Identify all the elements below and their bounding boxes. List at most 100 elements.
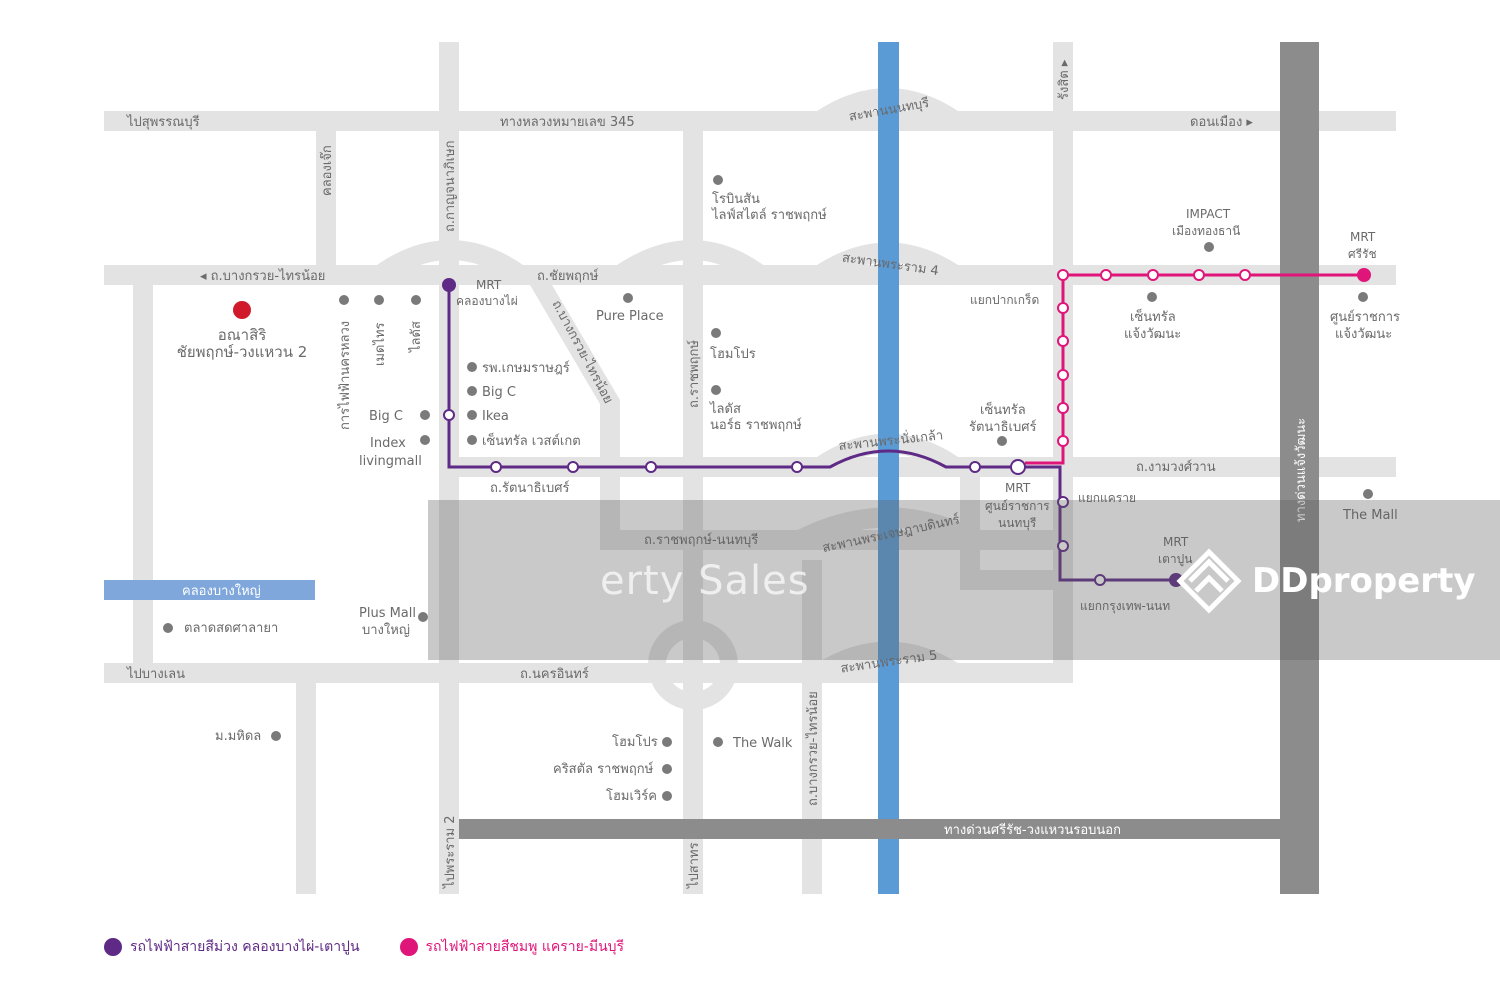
label-highway-345: ทางหลวงหมายเลข 345	[500, 115, 635, 130]
label-project-line1: อณาสิริ	[218, 326, 267, 344]
label-ladda-2: นอร์ธ ราชพฤกษ์	[710, 417, 802, 433]
label-ladda-1: ไลดัส	[709, 401, 741, 417]
label-nakhon-in: ถ.นครอินทร์	[520, 666, 589, 682]
poi-dot	[623, 293, 633, 303]
label-khae-rai-junction: แยกแคราย	[1078, 491, 1136, 505]
poi-dot	[374, 295, 384, 305]
label-govt-chaeng-2: แจ้งวัฒนะ	[1335, 327, 1392, 342]
label-khlong-jek: คลองเจ๊ก	[320, 145, 335, 196]
label-ratchaphruek: ถ.ราชพฤกษ์	[686, 340, 702, 408]
label-homepro-north: โฮมโปร	[710, 346, 756, 362]
label-bang-khrai: เมดไทร	[372, 322, 388, 366]
label-khlong-bang-yai: คลองบางใหญ่	[182, 583, 261, 599]
label-rattanathibet: ถ.รัตนาธิเบศร์	[490, 480, 569, 496]
label-plus-mall-2: บางใหญ่	[362, 622, 410, 638]
label-outer-ring: ทางด่วนศรีรัช-วงแหวนรอบนอก	[944, 822, 1121, 838]
purple-line-route	[447, 285, 1180, 582]
label-bangkruai-sainoi: ◂ ถ.บางกรวย-ไทรน้อย	[200, 268, 325, 284]
label-govt-chaeng-1: ศูนย์ราชการ	[1330, 309, 1400, 325]
label-homepro-south: โฮมโปร	[612, 734, 658, 750]
road-bang-len-vertical	[296, 683, 316, 894]
label-to-rama2: ไปพระราม 2	[442, 815, 458, 889]
poi-dots	[163, 175, 1373, 801]
purple-station	[1057, 496, 1069, 508]
bridge-arc-kanchanaphisek	[374, 240, 526, 284]
legend-purple-line: รถไฟฟ้าสายสีม่วง คลองบางไผ่-เตาปูน	[104, 936, 360, 958]
pink-station	[1193, 269, 1205, 281]
poi-dot	[662, 764, 672, 774]
pink-station	[1147, 269, 1159, 281]
pink-terminal-srirat	[1357, 268, 1371, 282]
pink-station	[1057, 335, 1069, 347]
label-to-bang-len: ไปบางเลน	[126, 666, 185, 682]
poi-dot	[271, 731, 281, 741]
poi-dot	[997, 436, 1007, 446]
poi-dot	[1147, 292, 1157, 302]
legend-pink-label: รถไฟฟ้าสายสีชมพู แคราย-มีนบุรี	[425, 939, 625, 955]
purple-station	[645, 461, 657, 473]
legend-purple-label: รถไฟฟ้าสายสีม่วง คลองบางไผ่-เตาปูน	[130, 939, 360, 955]
label-power-road: การไฟฟ้านครหลวง	[337, 321, 353, 430]
ddproperty-logo: DDproperty	[1176, 548, 1476, 614]
label-kanchanaphisek: ถ.กาญจนาภิเษก	[443, 140, 458, 232]
river-chao-phraya	[878, 42, 899, 894]
poi-dot	[418, 612, 428, 622]
label-index-2: livingmall	[359, 454, 422, 469]
label-central-chaeng-1: เซ็นทรัล	[1130, 307, 1176, 325]
purple-station	[969, 461, 981, 473]
label-chaiyaphruek: ถ.ชัยพฤกษ์	[537, 268, 599, 284]
poi-dot	[420, 435, 430, 445]
road-bangkruai-south	[802, 560, 822, 894]
label-impact-2: เมืองทองธานี	[1172, 224, 1240, 238]
purple-station	[567, 461, 579, 473]
label-mrt-nonthaburi-name1: ศูนย์ราชการ	[985, 499, 1050, 514]
label-ikea: Ikea	[482, 409, 509, 424]
label-to-suphanburi: ไปสุพรรณบุรี	[126, 114, 200, 130]
pink-station	[1239, 269, 1251, 281]
purple-station	[443, 409, 455, 421]
label-central-chaeng-2: แจ้งวัฒนะ	[1124, 327, 1181, 342]
label-project-line2: ชัยพฤกษ์-วงแหวน 2	[177, 343, 308, 361]
pink-station	[1057, 435, 1069, 447]
pink-stations	[1057, 269, 1251, 447]
poi-dot	[1363, 489, 1373, 499]
road-bangkruai-sainoi-diagonal	[530, 285, 620, 410]
poi-dot	[713, 175, 723, 185]
legend-pink-line: รถไฟฟ้าสายสีชมพู แคราย-มีนบุรี	[399, 936, 625, 958]
poi-dot	[467, 435, 477, 445]
expressway-chaeng-watthana	[1280, 42, 1319, 894]
watermark-overlay	[428, 500, 1500, 660]
label-homework: โฮมเวิร์ค	[606, 788, 657, 804]
pink-line-dot	[399, 938, 418, 956]
label-bigc-b: Big C	[369, 409, 403, 424]
label-sala-ya-market: ตลาดสดศาลายา	[184, 621, 278, 636]
pink-station	[1057, 302, 1069, 314]
poi-dot	[411, 295, 421, 305]
poi-dot	[1204, 242, 1214, 252]
pink-station	[1057, 269, 1069, 281]
pink-station	[1057, 369, 1069, 381]
bridge-arc-pure-place	[614, 240, 766, 284]
label-mrt-tao-poon: MRT	[1163, 535, 1189, 549]
purple-line-dot	[104, 938, 122, 956]
pink-station	[1057, 402, 1069, 414]
label-pak-kret-junction: แยกปากเกร็ด	[970, 292, 1039, 307]
poi-dot	[713, 737, 723, 747]
label-central-westgate: เซ็นทรัล เวสต์เกต	[482, 431, 581, 449]
label-central-ratt-1: เซ็นทรัล	[980, 400, 1026, 418]
label-mrt-srirat-name: ศรีรัช	[1348, 247, 1377, 261]
poi-dot	[662, 737, 672, 747]
label-plus-mall-1: Plus Mall	[359, 606, 416, 621]
label-crystal: คริสตัล ราชพฤกษ์	[553, 761, 654, 777]
poi-dot	[420, 410, 430, 420]
purple-station-nonthaburi	[1010, 459, 1026, 475]
label-bigc-a: Big C	[482, 385, 516, 400]
roundabout	[648, 620, 738, 710]
road-khae-rai	[960, 570, 1070, 590]
label-the-mall: The Mall	[1342, 508, 1398, 523]
ddproperty-logo-icon	[1176, 548, 1242, 614]
pink-station	[1100, 269, 1112, 281]
label-the-walk: The Walk	[732, 736, 793, 751]
expressway-outer-ring	[459, 819, 1280, 839]
